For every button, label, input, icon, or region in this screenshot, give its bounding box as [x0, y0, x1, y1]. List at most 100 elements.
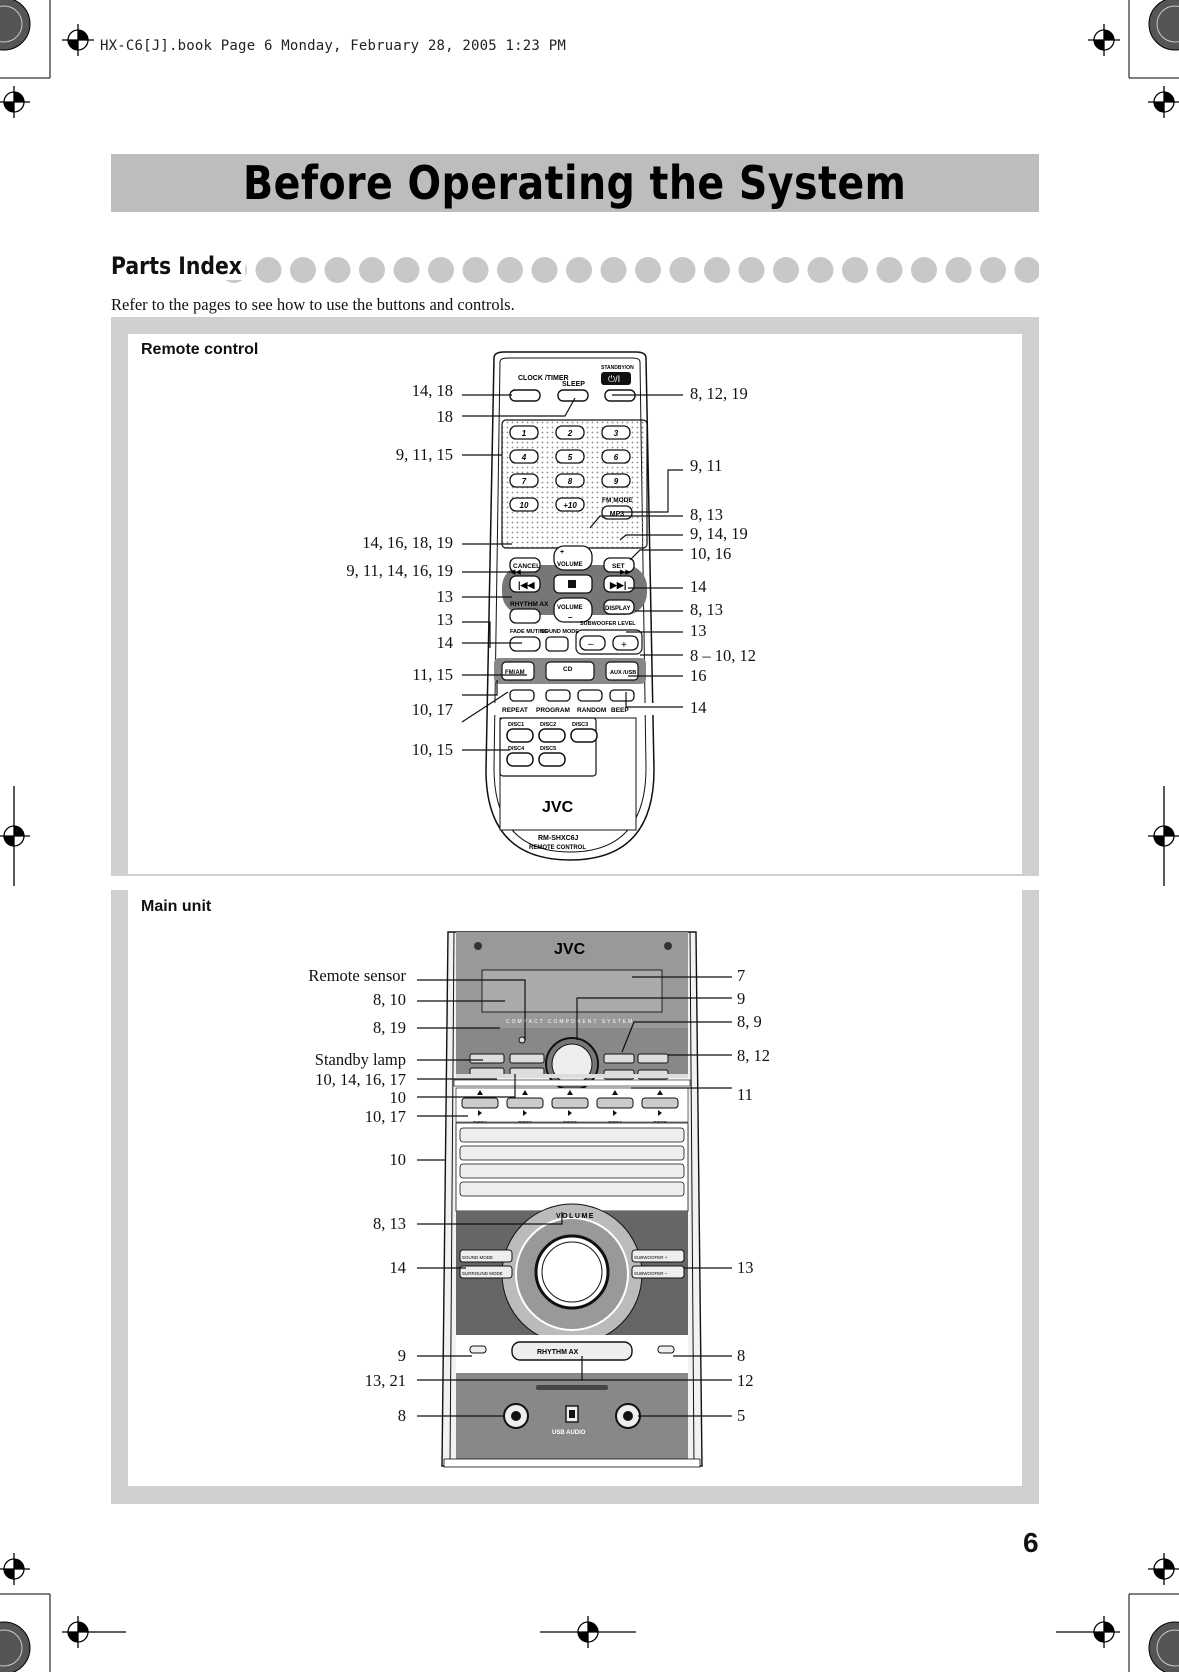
unit-subwoofer-plus-text: SUBWOOFER + — [634, 1255, 668, 1260]
unit-callout-left-6: 10 — [389, 1088, 407, 1107]
remote-disc-button[interactable] — [570, 728, 598, 743]
unit-callout-right-6: 13 — [737, 1258, 754, 1277]
heading-dot — [290, 257, 316, 283]
unit-callout-right-2: 9 — [737, 989, 746, 1008]
remote-callout-left-1: 14, 18 — [411, 381, 453, 400]
set-text: SET — [612, 563, 625, 570]
cancel-text: CANCEL — [513, 563, 540, 570]
heading-dot — [669, 257, 696, 283]
heading-dot — [462, 257, 489, 283]
unit-callout-right-8: 12 — [737, 1371, 754, 1390]
unit-disc-button[interactable] — [641, 1097, 679, 1109]
unit-disc-label: DISC5 — [653, 1120, 667, 1125]
remote-number-button[interactable] — [555, 449, 585, 464]
remote-callout-right-11: 14 — [690, 698, 707, 717]
unit-callout-right-7: 8 — [737, 1346, 746, 1365]
remote-number-button[interactable] — [555, 497, 585, 512]
remote-number-label: 3 — [614, 429, 619, 438]
unit-subwoofer-minus-text: SUBWOOFER – — [634, 1271, 668, 1276]
remote-disc-button[interactable] — [506, 752, 534, 767]
unit-volume-text: VOLUME — [556, 1213, 595, 1220]
remote-number-button[interactable] — [509, 425, 539, 440]
remote-number-button[interactable] — [601, 425, 631, 440]
unit-disc-button[interactable] — [461, 1097, 499, 1109]
remote-callout-left-8: 14 — [436, 633, 454, 652]
remote-callout-left-7: 13 — [436, 610, 454, 629]
remote-callout-left-10: 10, 17 — [411, 700, 453, 719]
unit-callout-left-2: 8, 10 — [373, 990, 406, 1009]
heading-dot — [324, 257, 351, 283]
heading-dot — [738, 257, 765, 283]
fm-mode-text: FM MODE — [602, 497, 633, 504]
sleep-text: SLEEP — [562, 381, 585, 388]
heading-dot — [635, 257, 661, 283]
unit-callout-right-3: 8, 9 — [737, 1012, 762, 1031]
remote-number-label: 1 — [522, 429, 527, 438]
unit-callout-left-12: 13, 21 — [364, 1371, 406, 1390]
unit-disc-button[interactable] — [551, 1097, 589, 1109]
svg-text:PROGRAM: PROGRAM — [536, 707, 570, 714]
title-band: Before Operating the System — [111, 154, 1039, 212]
heading-dot — [704, 257, 730, 283]
remote-model-sub-text: REMOTE CONTROL — [529, 845, 586, 851]
remote-disc-button[interactable] — [538, 752, 566, 767]
page-number: 6 — [1023, 1527, 1039, 1558]
heading-dot — [1014, 257, 1039, 283]
remote-callout-left-3: 9, 11, 15 — [395, 445, 453, 464]
remote-number-button[interactable] — [509, 449, 539, 464]
unit-callout-left-11: 9 — [397, 1346, 406, 1365]
svg-text:–: – — [568, 613, 573, 622]
remote-callout-left-11: 10, 15 — [411, 740, 453, 759]
volume-up-text: VOLUME — [557, 562, 583, 568]
remote-brand-text: JVC — [542, 799, 574, 816]
remote-callout-right-2: 9, 11 — [690, 456, 723, 475]
remote-number-label: 9 — [614, 477, 619, 486]
remote-callout-left-6: 13 — [436, 587, 454, 606]
remote-number-button[interactable] — [555, 425, 585, 440]
intro-text: Refer to the pages to see how to use the… — [111, 295, 515, 314]
fade-muting-text: FADE MUTING — [510, 629, 548, 635]
unit-disc-label: DISC4 — [608, 1120, 622, 1125]
unit-disc-label: DISC2 — [518, 1120, 532, 1125]
remote-number-label: 6 — [614, 453, 619, 462]
cd-text: CD — [563, 666, 573, 673]
heading-dot — [945, 257, 972, 283]
remote-callout-right-4: 9, 14, 19 — [690, 524, 748, 543]
clock-timer-text: CLOCK /TIMER — [518, 375, 569, 382]
remote-number-button[interactable] — [555, 473, 585, 488]
remote-number-button[interactable] — [509, 497, 539, 512]
remote-disc-button[interactable] — [538, 728, 566, 743]
remote-disc-button[interactable] — [506, 728, 534, 743]
svg-text:◀◀: ◀◀ — [510, 569, 521, 576]
display-text: DISPLAY — [605, 606, 630, 612]
unit-callout-right-1: 7 — [737, 966, 746, 985]
heading-dot — [359, 257, 385, 283]
remote-number-label: +10 — [563, 501, 577, 510]
remote-number-button[interactable] — [509, 473, 539, 488]
remote-number-button[interactable] — [601, 449, 631, 464]
unit-callout-right-4: 8, 12 — [737, 1046, 770, 1065]
unit-system-text: COMPACT COMPONENT SYSTEM — [506, 1019, 634, 1025]
unit-disc-button[interactable] — [506, 1097, 544, 1109]
svg-text:|◀◀: |◀◀ — [518, 580, 535, 590]
subwoofer-level-text: SUBWOOFER LEVEL — [580, 621, 636, 627]
remote-number-label: 7 — [522, 477, 527, 486]
heading-dot — [393, 257, 420, 283]
unit-callout-remote-sensor: Remote sensor — [308, 966, 406, 985]
remote-disc-label: DISC2 — [540, 722, 556, 728]
remote-model-text: RM-SHXC6J — [538, 835, 579, 842]
heading-dot — [255, 257, 282, 283]
heading-dot — [497, 257, 523, 283]
unit-callout-left-7: 10, 17 — [364, 1107, 406, 1126]
heading-dot — [911, 257, 937, 283]
unit-disc-button[interactable] — [596, 1097, 634, 1109]
unit-disc-label: DISC1 — [473, 1120, 487, 1125]
unit-brand-text: JVC — [554, 941, 586, 958]
remote-callout-right-8: 13 — [690, 621, 707, 640]
remote-callout-right-1: 8, 12, 19 — [690, 384, 748, 403]
remote-number-button[interactable] — [601, 473, 631, 488]
remote-disc-label: DISC3 — [572, 722, 588, 728]
svg-text:–: – — [588, 639, 594, 650]
